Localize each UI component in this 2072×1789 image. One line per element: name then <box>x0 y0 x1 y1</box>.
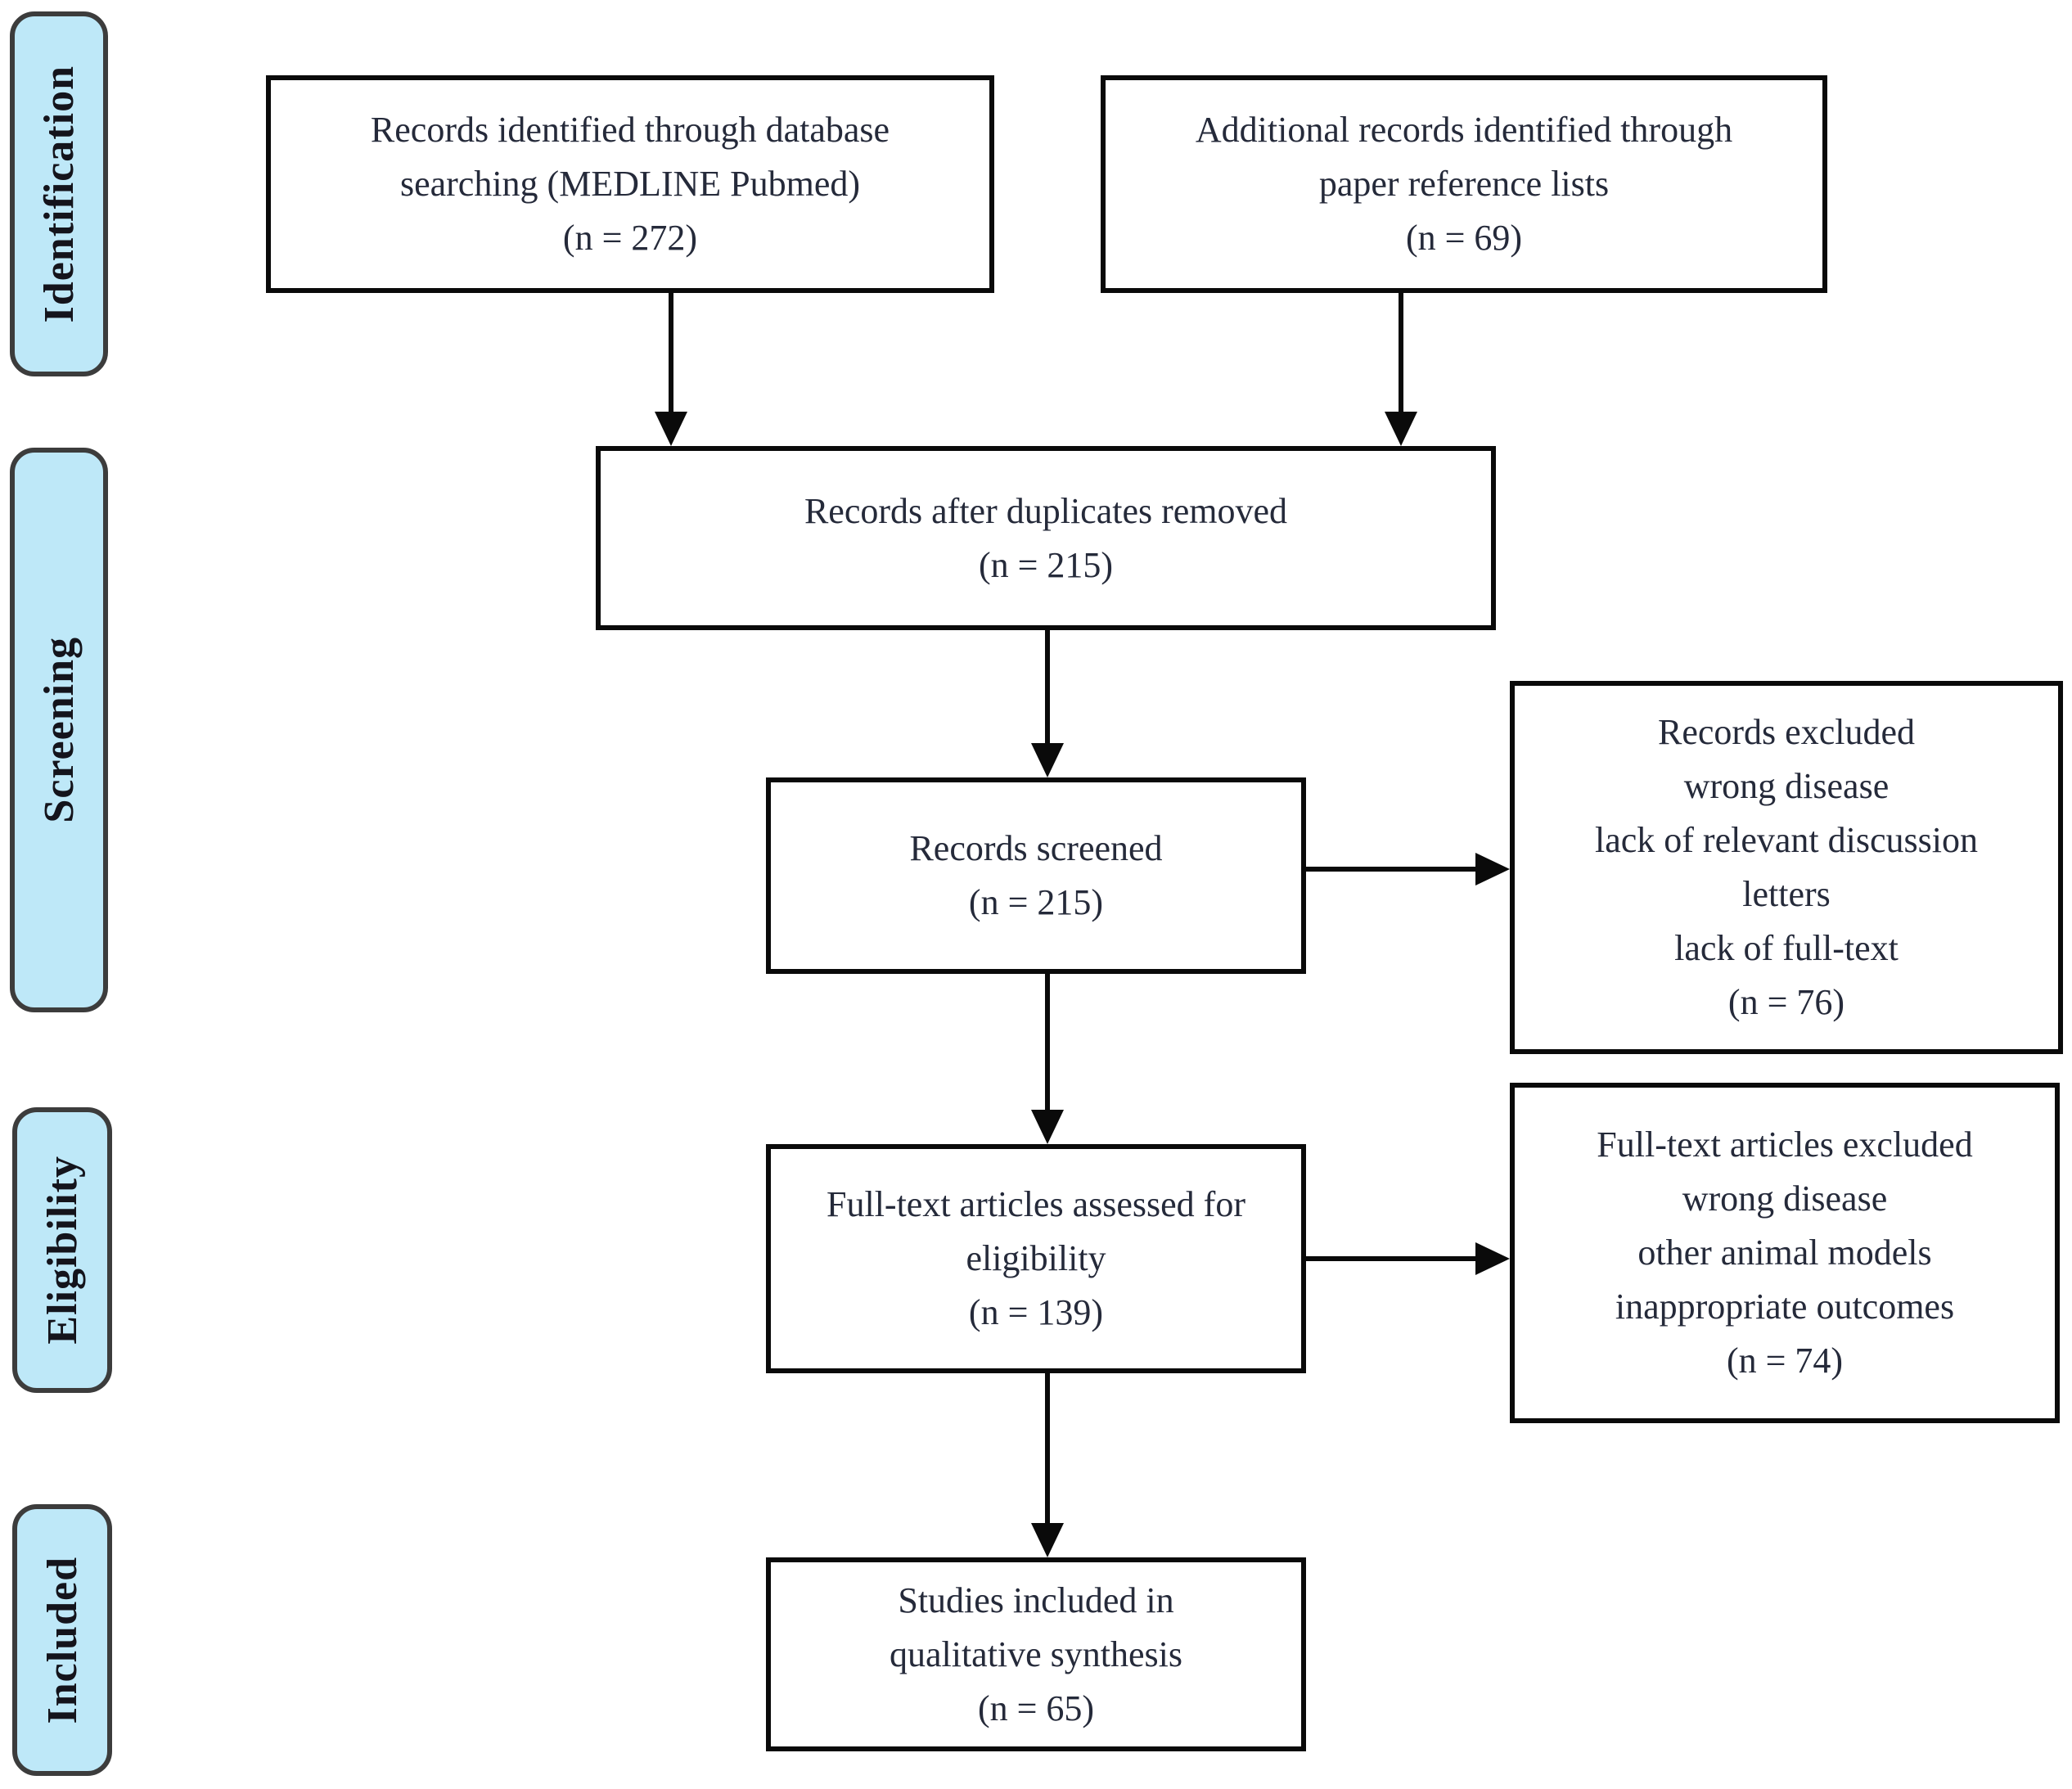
arrow-screened-to-fulltext <box>1045 974 1050 1110</box>
box-records-excluded-text: Records excluded wrong disease lack of r… <box>1595 712 1978 1022</box>
box-records-screened: Records screened (n = 215) <box>766 777 1306 974</box>
arrow-fulltext-to-excluded <box>1306 1256 1475 1261</box>
box-fulltext-assessed: Full-text articles assessed for eligibil… <box>766 1144 1306 1373</box>
arrow-references-to-duplicates <box>1399 293 1403 412</box>
stage-label-identification-text: Identification <box>35 65 83 323</box>
arrow-duplicates-to-screened <box>1045 630 1050 743</box>
stage-label-screening: Screening <box>10 448 108 1012</box>
stage-label-screening-text: Screening <box>35 637 83 823</box>
arrow-screened-to-excluded <box>1306 867 1475 872</box>
box-additional-records-text: Additional records identified through pa… <box>1195 110 1733 258</box>
box-records-identified-text: Records identified through database sear… <box>370 110 890 258</box>
box-fulltext-excluded: Full-text articles excluded wrong diseas… <box>1510 1083 2060 1423</box>
box-studies-included: Studies included in qualitative synthesi… <box>766 1557 1306 1751</box>
stage-label-included: Included <box>12 1504 112 1776</box>
box-duplicates-removed-text: Records after duplicates removed (n = 21… <box>804 490 1288 585</box>
box-records-excluded: Records excluded wrong disease lack of r… <box>1510 681 2063 1054</box>
box-additional-records: Additional records identified through pa… <box>1101 75 1827 293</box>
box-fulltext-excluded-text: Full-text articles excluded wrong diseas… <box>1597 1124 1973 1381</box>
stage-label-eligibility: Eligibility <box>12 1107 112 1393</box>
box-studies-included-text: Studies included in qualitative synthesi… <box>889 1579 1183 1728</box>
box-records-identified: Records identified through database sear… <box>266 75 994 293</box>
arrow-fulltext-to-included <box>1045 1373 1050 1523</box>
stage-label-identification: Identification <box>10 11 108 376</box>
box-records-screened-text: Records screened (n = 215) <box>909 828 1163 922</box>
arrow-database-to-duplicates <box>669 293 673 412</box>
box-fulltext-assessed-text: Full-text articles assessed for eligibil… <box>827 1184 1245 1332</box>
box-duplicates-removed: Records after duplicates removed (n = 21… <box>596 446 1496 630</box>
stage-label-eligibility-text: Eligibility <box>38 1156 86 1345</box>
stage-label-included-text: Included <box>38 1556 86 1724</box>
